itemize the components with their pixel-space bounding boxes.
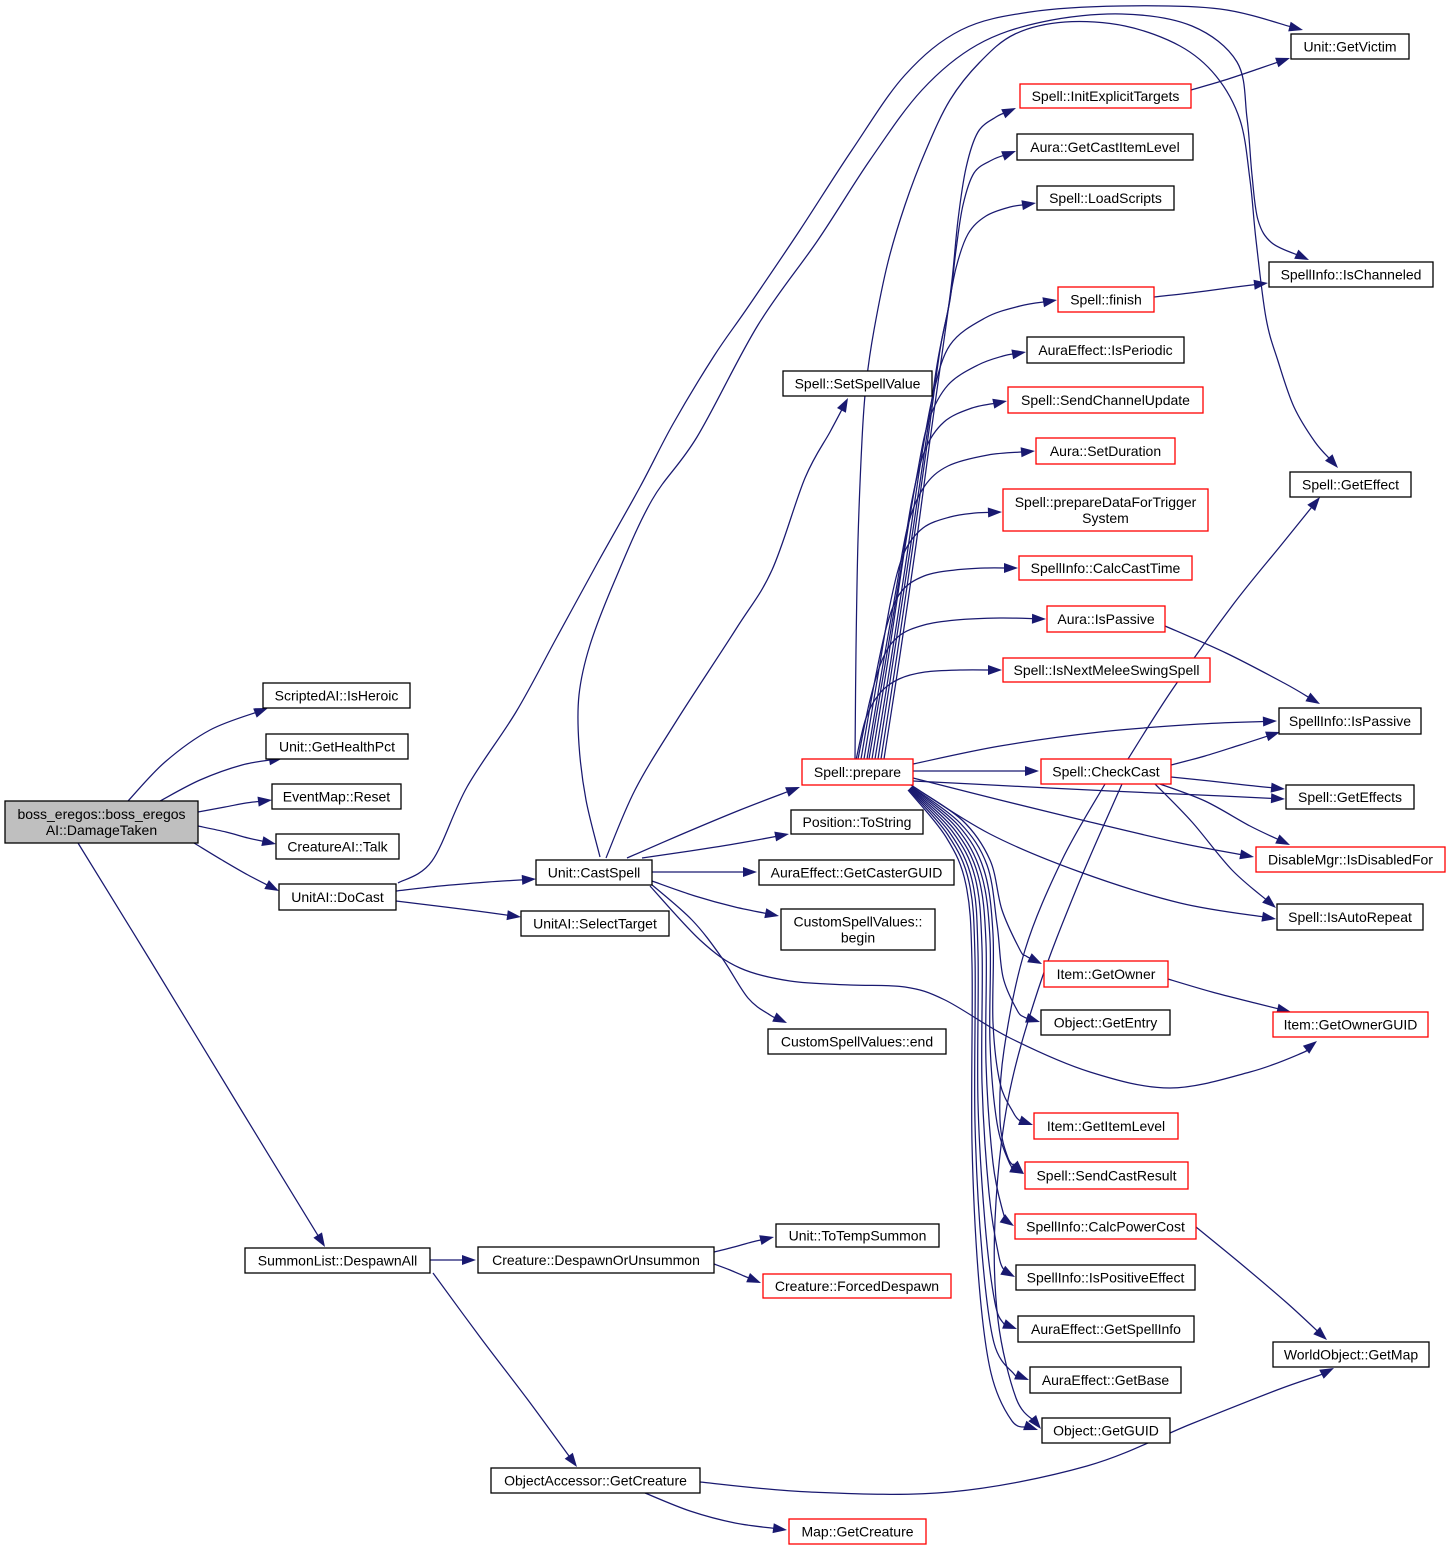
svg-text:Spell::finish: Spell::finish [1070, 292, 1142, 308]
svg-text:Unit::CastSpell: Unit::CastSpell [548, 865, 641, 881]
svg-text:Spell::SendChannelUpdate: Spell::SendChannelUpdate [1021, 392, 1190, 408]
svg-text:Object::GetGUID: Object::GetGUID [1053, 1423, 1159, 1439]
svg-text:UnitAI::DoCast: UnitAI::DoCast [291, 889, 384, 905]
svg-text:UnitAI::SelectTarget: UnitAI::SelectTarget [533, 916, 657, 932]
svg-text:AuraEffect::GetBase: AuraEffect::GetBase [1042, 1372, 1170, 1388]
svg-text:Unit::ToTempSummon: Unit::ToTempSummon [789, 1228, 927, 1244]
svg-text:Spell::LoadScripts: Spell::LoadScripts [1049, 190, 1162, 206]
svg-text:AuraEffect::GetSpellInfo: AuraEffect::GetSpellInfo [1031, 1321, 1181, 1337]
svg-text:Object::GetEntry: Object::GetEntry [1054, 1015, 1157, 1031]
svg-text:Aura::SetDuration: Aura::SetDuration [1050, 443, 1161, 459]
svg-text:Spell::prepareDataForTrigger: Spell::prepareDataForTrigger [1015, 494, 1197, 510]
svg-text:DisableMgr::IsDisabledFor: DisableMgr::IsDisabledFor [1268, 852, 1433, 868]
svg-text:WorldObject::GetMap: WorldObject::GetMap [1284, 1347, 1419, 1363]
svg-text:begin: begin [841, 930, 875, 946]
svg-text:Spell::IsAutoRepeat: Spell::IsAutoRepeat [1288, 909, 1412, 925]
svg-text:AuraEffect::IsPeriodic: AuraEffect::IsPeriodic [1038, 342, 1172, 358]
svg-text:Aura::GetCastItemLevel: Aura::GetCastItemLevel [1030, 139, 1179, 155]
svg-text:AI::DamageTaken: AI::DamageTaken [46, 822, 157, 838]
svg-text:Item::GetOwner: Item::GetOwner [1057, 966, 1156, 982]
svg-text:Spell::prepare: Spell::prepare [814, 764, 901, 780]
svg-text:Spell::GetEffect: Spell::GetEffect [1302, 477, 1399, 493]
svg-text:Unit::GetHealthPct: Unit::GetHealthPct [279, 739, 395, 755]
svg-text:Spell::InitExplicitTargets: Spell::InitExplicitTargets [1032, 88, 1180, 104]
svg-text:SpellInfo::IsPositiveEffect: SpellInfo::IsPositiveEffect [1027, 1270, 1185, 1286]
svg-text:ScriptedAI::IsHeroic: ScriptedAI::IsHeroic [275, 688, 399, 704]
svg-text:Creature::ForcedDespawn: Creature::ForcedDespawn [775, 1278, 939, 1294]
svg-text:Position::ToString: Position::ToString [803, 814, 912, 830]
svg-text:Map::GetCreature: Map::GetCreature [801, 1524, 913, 1540]
svg-text:SpellInfo::CalcCastTime: SpellInfo::CalcCastTime [1031, 560, 1181, 576]
svg-text:SpellInfo::IsChanneled: SpellInfo::IsChanneled [1281, 267, 1422, 283]
svg-text:Item::GetOwnerGUID: Item::GetOwnerGUID [1284, 1017, 1418, 1033]
svg-text:AuraEffect::GetCasterGUID: AuraEffect::GetCasterGUID [771, 865, 943, 881]
svg-text:boss_eregos::boss_eregos: boss_eregos::boss_eregos [17, 806, 185, 822]
svg-text:Spell::CheckCast: Spell::CheckCast [1052, 764, 1159, 780]
svg-text:CustomSpellValues::end: CustomSpellValues::end [781, 1034, 933, 1050]
svg-text:CreatureAI::Talk: CreatureAI::Talk [287, 839, 388, 855]
svg-text:CustomSpellValues::: CustomSpellValues:: [794, 914, 923, 930]
svg-text:Spell::SetSpellValue: Spell::SetSpellValue [795, 376, 921, 392]
svg-text:SpellInfo::IsPassive: SpellInfo::IsPassive [1289, 713, 1411, 729]
svg-text:SummonList::DespawnAll: SummonList::DespawnAll [258, 1253, 418, 1269]
svg-text:ObjectAccessor::GetCreature: ObjectAccessor::GetCreature [504, 1473, 687, 1489]
svg-text:Item::GetItemLevel: Item::GetItemLevel [1047, 1118, 1165, 1134]
svg-text:Aura::IsPassive: Aura::IsPassive [1057, 611, 1154, 627]
svg-text:Spell::IsNextMeleeSwingSpell: Spell::IsNextMeleeSwingSpell [1014, 662, 1200, 678]
svg-text:Spell::SendCastResult: Spell::SendCastResult [1036, 1168, 1176, 1184]
svg-text:Unit::GetVictim: Unit::GetVictim [1303, 39, 1396, 55]
svg-text:Creature::DespawnOrUnsummon: Creature::DespawnOrUnsummon [492, 1252, 700, 1268]
svg-text:Spell::GetEffects: Spell::GetEffects [1298, 789, 1402, 805]
svg-text:SpellInfo::CalcPowerCost: SpellInfo::CalcPowerCost [1026, 1219, 1185, 1235]
svg-text:EventMap::Reset: EventMap::Reset [283, 789, 390, 805]
svg-text:System: System [1082, 510, 1129, 526]
